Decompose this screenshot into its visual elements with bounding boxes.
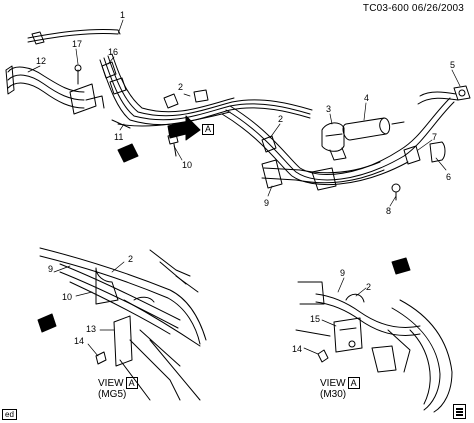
callout: 10 <box>182 160 192 170</box>
bolt-8 <box>391 183 401 201</box>
callout: 15 <box>310 314 320 324</box>
callout: 5 <box>450 60 455 70</box>
diagram-id-date: TC03-600 06/26/2003 <box>362 3 464 14</box>
callouts-left: 9 2 10 13 14 <box>48 254 133 346</box>
view-code: (M30) <box>320 389 347 400</box>
callout: 2 <box>366 282 371 292</box>
callout: 6 <box>446 172 451 182</box>
clip-bracket-17 <box>69 64 105 115</box>
view-letter: A <box>125 377 138 389</box>
callout: 2 <box>178 82 183 92</box>
view-a-arrow-icon <box>167 115 201 141</box>
callout: 12 <box>36 56 46 66</box>
bracket-9 <box>261 159 337 191</box>
callout: 17 <box>72 39 82 49</box>
callout: 9 <box>48 264 53 274</box>
callouts-main: 1 17 16 12 11 2 2 10 3 4 5 6 7 9 8 <box>36 10 455 216</box>
view-title: VIEW <box>98 378 124 389</box>
callout: 13 <box>86 324 96 334</box>
corner-tag: ed <box>2 409 17 420</box>
callout: 1 <box>120 10 125 20</box>
callout: 16 <box>108 47 118 57</box>
callout: 14 <box>292 344 302 354</box>
fuel-filter-4 <box>342 117 405 141</box>
clip-6-7 <box>403 141 446 165</box>
callout: 9 <box>264 198 269 208</box>
leader-lines-left <box>53 261 125 357</box>
callout: 2 <box>278 114 283 124</box>
view-a-arrow-letter: A <box>202 124 215 135</box>
clips-2 <box>163 89 277 153</box>
book-icon <box>453 404 466 419</box>
view-code: (MG5) <box>98 389 127 400</box>
right-line-run <box>221 91 459 186</box>
callout: 11 <box>114 132 123 142</box>
callout: 9 <box>340 268 345 278</box>
bracket-12 <box>5 65 85 109</box>
callout: 2 <box>128 254 133 264</box>
callout: 3 <box>326 104 331 114</box>
leader-lines-right <box>303 277 367 355</box>
callout: 10 <box>62 292 72 302</box>
view-letter: A <box>347 377 360 389</box>
leader-lines-main <box>27 19 461 207</box>
callouts-right: 9 2 15 14 <box>292 268 371 354</box>
view-mg5-drawing <box>39 247 207 401</box>
main-line-bundle <box>99 53 313 129</box>
callout: 4 <box>364 93 369 103</box>
front-direction-arrow-icon <box>37 143 411 333</box>
upper-line-bundle <box>27 28 121 45</box>
callout: 14 <box>74 336 84 346</box>
callout: 8 <box>386 206 391 216</box>
connector-5 <box>453 85 471 101</box>
callout: 7 <box>432 132 437 142</box>
view-m30-drawing <box>295 281 453 413</box>
clip-16 <box>101 61 127 95</box>
view-title: VIEW <box>320 378 346 389</box>
bracket-3 <box>321 122 347 161</box>
